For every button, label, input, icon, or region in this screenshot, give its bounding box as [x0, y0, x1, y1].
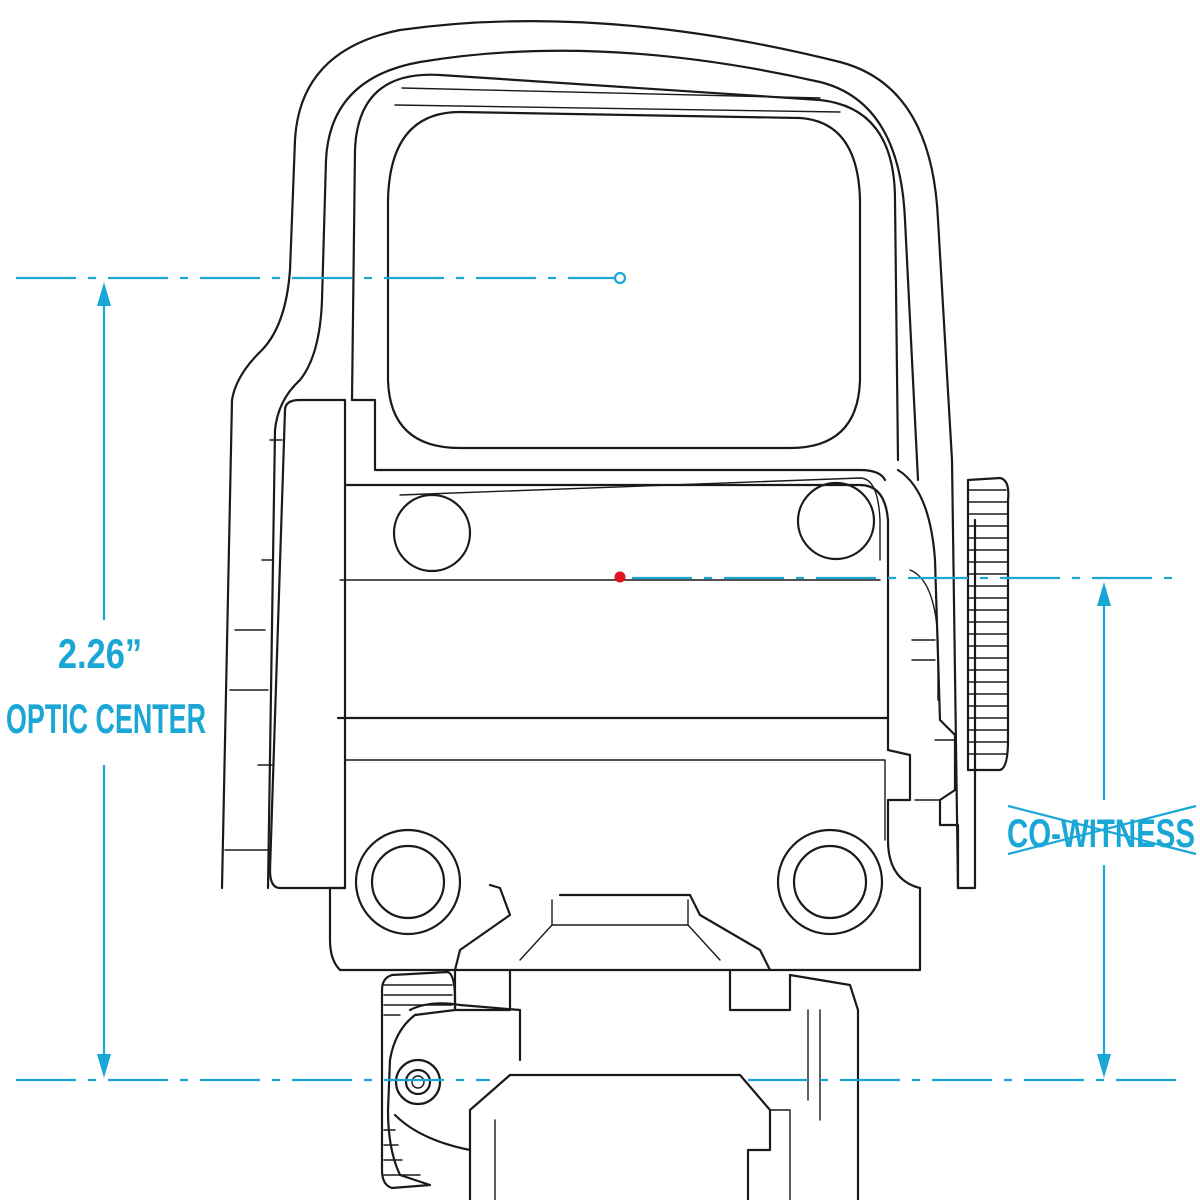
- cowitness-arrow-up: [1097, 582, 1111, 606]
- knob-ridges: [967, 489, 1009, 755]
- hood-contour: [266, 49, 920, 890]
- throw-lever: [393, 1002, 522, 1152]
- rail-detail: [494, 1109, 791, 1200]
- side-plate-edges: [224, 439, 283, 851]
- dimension-value: 2.26”: [58, 631, 142, 678]
- dimension-arrow-up: [97, 282, 111, 306]
- adjustment-knob: [966, 476, 1010, 772]
- lower-left-screw-inner: [370, 844, 446, 920]
- body-inner-contour: [339, 477, 881, 581]
- mount-inner: [519, 899, 821, 1121]
- window-header: [394, 87, 841, 113]
- lever-pivot-center: [411, 1075, 425, 1089]
- lever-pivot-inner: [404, 1068, 432, 1096]
- body-lower-contour: [344, 759, 886, 841]
- mount-clamp-left: [453, 968, 512, 1012]
- mount-base: [453, 883, 772, 972]
- optic-center-marker: [613, 271, 627, 285]
- picatinny-rail: [468, 1073, 772, 1200]
- cowitness-label: CO-WITNESS: [1007, 812, 1195, 856]
- body-top-step: [350, 398, 887, 482]
- dimension-annotation: 2.26” OPTIC CENTER CO-WITNESS: [6, 271, 1197, 1082]
- window-frame: [350, 73, 900, 462]
- optic-window: [386, 110, 862, 450]
- upper-right-screw: [796, 481, 876, 561]
- optic-drawing: [220, 19, 1010, 1200]
- lower-right-screw-inner: [792, 844, 868, 920]
- lever-knob: [380, 970, 457, 1190]
- upper-left-screw: [392, 493, 472, 573]
- cowitness-arrow-down: [1097, 1054, 1111, 1078]
- right-housing: [896, 468, 977, 890]
- lever-pivot-outer: [394, 1058, 442, 1106]
- cowitness-strike-2: [1007, 804, 1197, 856]
- main-body: [328, 483, 922, 972]
- outer-hood: [220, 19, 960, 890]
- lever-knob-ridges: [383, 984, 453, 1176]
- mount-clamp-right: [728, 968, 860, 1200]
- right-housing-detail: [909, 569, 956, 801]
- side-plate: [268, 398, 347, 890]
- lower-right-screw-outer: [776, 828, 884, 936]
- red-dot: [614, 571, 626, 583]
- dimension-label: OPTIC CENTER: [6, 695, 206, 742]
- lower-left-screw-outer: [354, 828, 462, 936]
- dimension-arrow-down: [97, 1054, 111, 1078]
